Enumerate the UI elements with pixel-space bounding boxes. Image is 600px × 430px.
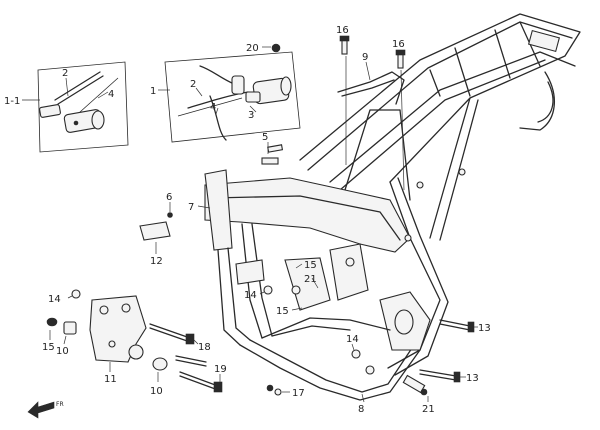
callout-14-d: 14 [48, 294, 61, 305]
callout-18: 18 [198, 342, 211, 353]
label-plate-12 [139, 221, 171, 241]
inset-1-box [164, 51, 301, 143]
front-arrow-label: FR [56, 401, 64, 408]
callout-15-a: 15 [304, 260, 317, 271]
callout-21-a: 21 [304, 274, 317, 285]
callout-14-a: 14 [244, 290, 257, 301]
bracket-11 [89, 295, 147, 363]
callout-10-b: 10 [150, 386, 163, 397]
callout-8: 8 [358, 404, 364, 415]
callout-14-c: 14 [346, 334, 359, 345]
main-frame [204, 13, 581, 401]
callout-17: 17 [292, 388, 305, 399]
callout-11: 11 [104, 374, 117, 385]
callout-21-b: 21 [422, 404, 435, 415]
callout-16-a: 16 [336, 25, 349, 36]
callout-10-a: 10 [56, 346, 69, 357]
callout-2-mid: 2 [190, 79, 196, 90]
callout-15-c: 15 [42, 342, 55, 353]
inset-1-1-box [37, 61, 129, 153]
callout-1: 1 [150, 86, 156, 97]
callout-4-left: 4 [108, 89, 114, 100]
callout-20: 20 [246, 43, 259, 54]
callout-1-1: 1-1 [4, 96, 20, 107]
callout-19: 19 [214, 364, 227, 375]
callout-6: 6 [166, 192, 172, 203]
callout-13-a: 13 [478, 323, 491, 334]
callout-2-left: 2 [62, 68, 68, 79]
callout-5: 5 [262, 132, 268, 143]
callout-13-b: 13 [466, 373, 479, 384]
callout-3: 3 [248, 110, 254, 121]
arrow-down-left-icon [27, 401, 55, 419]
callout-12: 12 [150, 256, 163, 267]
callout-9: 9 [362, 52, 368, 63]
callout-15-b: 15 [276, 306, 289, 317]
callout-16-b: 16 [392, 39, 405, 50]
callout-4-mid: 4 [210, 102, 216, 113]
callout-7: 7 [188, 202, 194, 213]
